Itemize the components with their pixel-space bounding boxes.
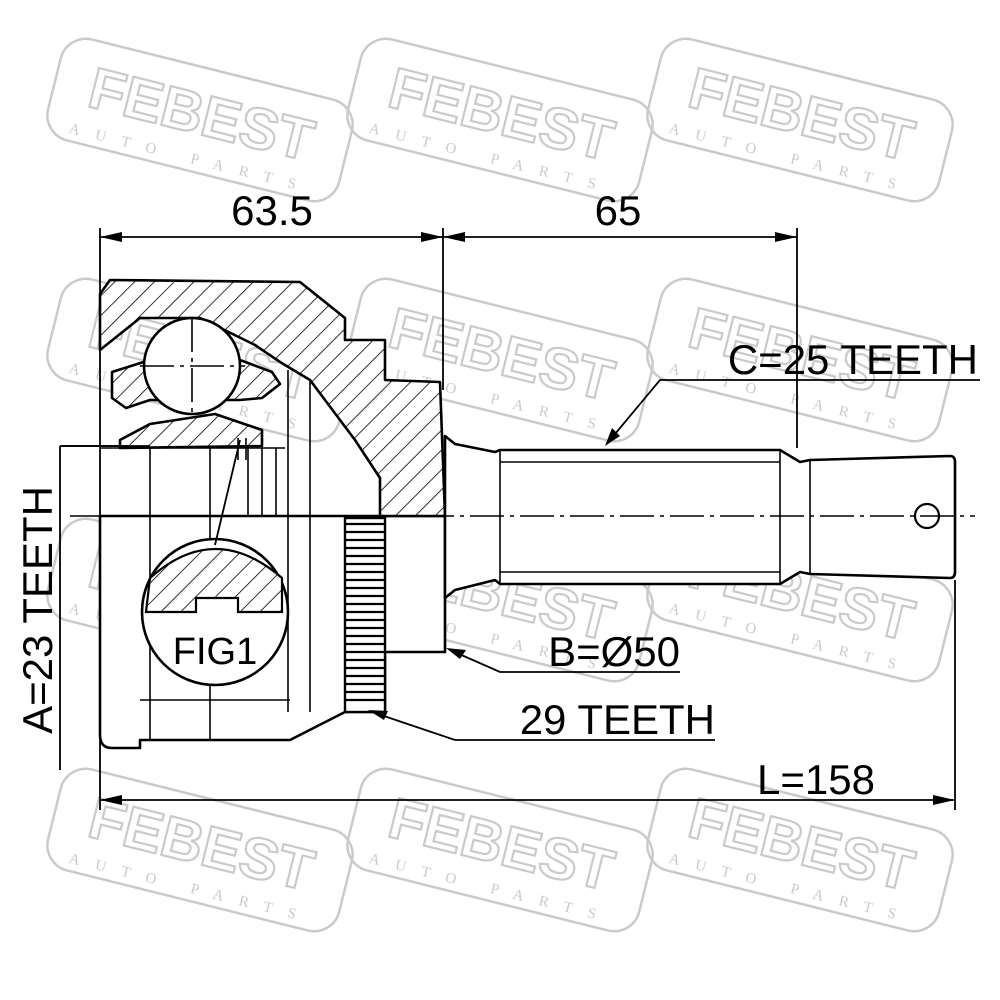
watermark-logo: FEBEST AUTO PARTS xyxy=(346,767,654,933)
joint-length-label: 63.5 xyxy=(231,187,313,234)
stub-length-label: 65 xyxy=(595,187,642,234)
abs-teeth-label: 29 TEETH xyxy=(520,696,715,743)
inner-spline-label: A=23 TEETH xyxy=(14,486,61,734)
stub-shaft xyxy=(443,434,957,600)
outer-diameter-label: B=Ø50 xyxy=(548,628,680,675)
shaft-splines xyxy=(499,450,811,584)
outer-spline-label: C=25 TEETH xyxy=(728,336,978,383)
watermark-logo: FEBEST AUTO PARTS xyxy=(46,37,354,203)
cv-joint-part: FIG1 xyxy=(70,278,975,750)
dimension-labels: 63.5 65 C=25 TEETH B=Ø50 29 TEETH L=158 … xyxy=(14,187,978,803)
fig1-label: FIG1 xyxy=(173,631,257,673)
watermark-logo: FEBEST AUTO PARTS xyxy=(346,37,654,203)
abs-tone-ring xyxy=(343,516,387,714)
dimension-lines xyxy=(59,228,980,810)
watermark-logo: FEBEST AUTO PARTS xyxy=(46,767,354,933)
watermark-logo: FEBEST AUTO PARTS xyxy=(646,37,954,203)
total-length-label: L=158 xyxy=(757,756,875,803)
fig1-detail: FIG1 xyxy=(140,439,290,687)
